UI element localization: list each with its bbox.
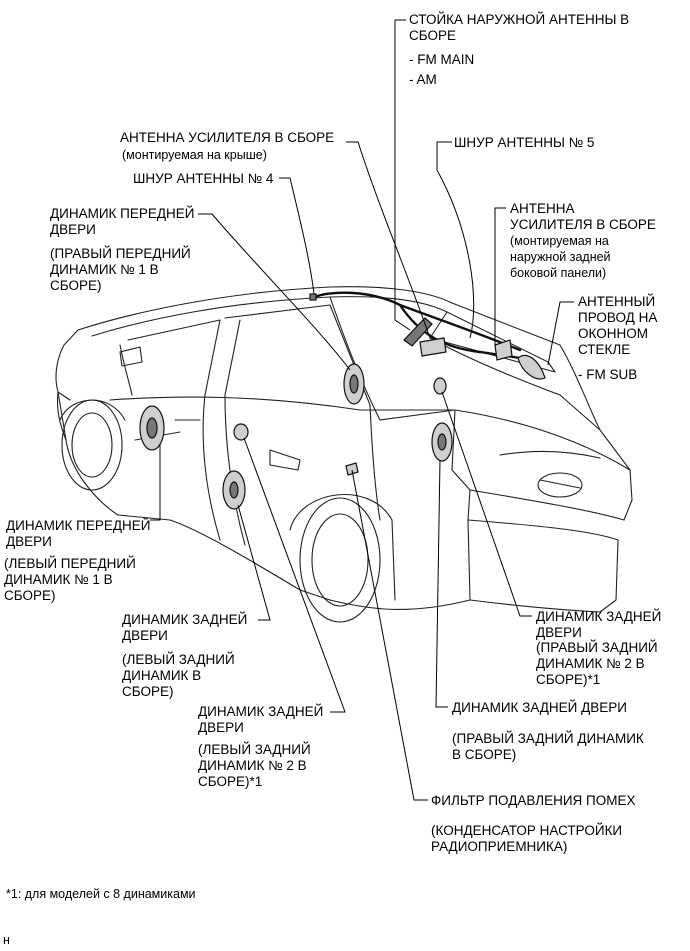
car-body-outline xyxy=(55,286,633,623)
front-right-speaker-note: (ПРАВЫЙ ПЕРЕДНИЙ ДИНАМИК № 1 В СБОРЕ) xyxy=(50,246,191,293)
rear-right-speaker-note: (ПРАВЫЙ ЗАДНИЙ ДИНАМИК В СБОРЕ) xyxy=(452,731,644,762)
antenna-cord-5-label: ШНУР АНТЕННЫ № 5 xyxy=(454,135,595,150)
rear-right-speaker-2-note: (ПРАВЫЙ ЗАДНИЙ ДИНАМИК № 2 В СБОРЕ)*1 xyxy=(536,640,658,687)
corner-mark: н xyxy=(3,933,10,947)
rear-right-speaker-2-label: ДИНАМИК ЗАДНЕЙ ДВЕРИ xyxy=(536,609,662,640)
rear-left-speaker-2-note: (ЛЕВЫЙ ЗАДНИЙ ДИНАМИК № 2 В СБОРЕ)*1 xyxy=(198,742,311,789)
leader-lines xyxy=(150,19,574,801)
window-wire-label: АНТЕННЫЙ ПРОВОД НА ОКОННОМ СТЕКЛЕ xyxy=(578,294,658,357)
amp-antenna-quarter-part xyxy=(494,339,513,361)
roof-antenna-pole-label: СТОЙКА НАРУЖНОЙ АНТЕННЫ В СБОРЕ xyxy=(409,12,630,43)
antenna-cord-4-label: ШНУР АНТЕННЫ № 4 xyxy=(133,171,274,186)
front-left-speaker-label: ДИНАМИК ПЕРЕДНЕЙ ДВЕРИ xyxy=(6,518,151,549)
roof-antenna-fm-main-label: - FM MAIN xyxy=(409,52,475,67)
rear-left-speaker-2-label: ДИНАМИК ЗАДНЕЙ ДВЕРИ xyxy=(198,704,324,735)
components xyxy=(139,293,546,510)
rear-left-speaker-label: ДИНАМИК ЗАДНЕЙ ДВЕРИ xyxy=(122,612,248,643)
amp-antenna-roof-note: (монтируемая на крыше) xyxy=(122,148,267,162)
noise-filter-label: ФИЛЬТР ПОДАВЛЕНИЯ ПОМЕХ xyxy=(431,793,636,808)
front-right-speaker-label: ДИНАМИК ПЕРЕДНЕЙ ДВЕРИ xyxy=(50,206,195,237)
rear-left-speaker-note: (ЛЕВЫЙ ЗАДНИЙ ДИНАМИК В СБОРЕ) xyxy=(122,652,235,699)
footnote: *1: для моделей с 8 динамиками xyxy=(6,887,196,901)
antenna-cord-4-connector xyxy=(309,293,317,301)
front-left-speaker-note: (ЛЕВЫЙ ПЕРЕДНИЙ ДИНАМИК № 1 В СБОРЕ) xyxy=(4,556,136,603)
amp-antenna-quarter-note: (монтируемая на наружной задней боковой … xyxy=(510,234,611,280)
rear-right-speaker-label: ДИНАМИК ЗАДНЕЙ ДВЕРИ xyxy=(452,700,627,715)
amp-antenna-roof-label: АНТЕННА УСИЛИТЕЛЯ В СБОРЕ xyxy=(120,130,335,145)
window-wire-fm-sub-label: - FM SUB xyxy=(578,367,638,382)
window-wire-part xyxy=(517,354,546,380)
noise-filter-note: (КОНДЕНСАТОР НАСТРОЙКИ РАДИОПРИЕМНИКА) xyxy=(431,823,623,854)
roof-antenna-am-label: - AM xyxy=(409,72,437,87)
amp-antenna-roof-part xyxy=(419,337,447,357)
rear-right-speaker-2-part xyxy=(433,377,447,395)
amp-antenna-quarter-label: АНТЕННА УСИЛИТЕЛЯ В СБОРЕ xyxy=(510,201,656,232)
noise-filter-part xyxy=(345,462,359,476)
rear-left-speaker-2-part xyxy=(233,423,249,441)
